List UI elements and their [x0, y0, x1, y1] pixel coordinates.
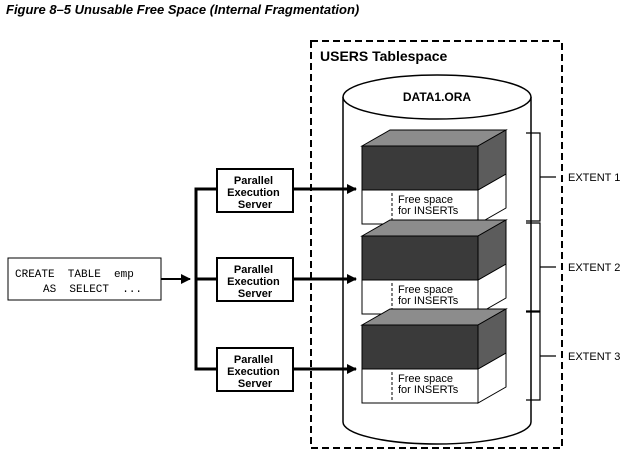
- extent-free-front: [361, 368, 479, 404]
- branch-connector: [194, 187, 217, 371]
- sql-statement-line-1: CREATE TABLE emp: [15, 269, 134, 281]
- server-box: [216, 347, 294, 392]
- extent-label: EXTENT 3: [568, 351, 620, 363]
- extent-bracket: [526, 132, 556, 222]
- figure-title: Figure 8–5 Unusable Free Space (Internal…: [6, 2, 359, 17]
- tablespace-title: USERS Tablespace: [320, 48, 448, 64]
- server-label: Parallel Execution Server: [227, 175, 283, 211]
- extent-free-front: [361, 279, 479, 315]
- datafile-label: DATA1.ORA: [403, 90, 472, 104]
- server-2: Parallel Execution Server: [216, 257, 294, 302]
- server-1: Parallel Execution Server: [216, 168, 294, 213]
- extent-label: EXTENT 2: [568, 262, 620, 274]
- extent-bracket: [526, 222, 556, 312]
- extent-used-front: [361, 145, 479, 191]
- free-space-label-line-1: Free space: [398, 373, 453, 385]
- extent-used-front: [361, 235, 479, 281]
- cylinder-top: [342, 74, 532, 120]
- server-label: Parallel Execution Server: [227, 264, 283, 300]
- server-3: Parallel Execution Server: [216, 347, 294, 392]
- free-space-label-line-2: for INSERTs: [398, 384, 459, 396]
- sql-statement-line-2: AS SELECT ...: [43, 284, 142, 296]
- tablespace-boundary: [310, 40, 563, 449]
- free-space-label-line-1: Free space: [398, 194, 453, 206]
- extent-bracket: [526, 311, 556, 401]
- extent-label: EXTENT 1: [568, 172, 620, 184]
- server-label: Parallel Execution Server: [227, 354, 283, 390]
- extent-used-front: [361, 324, 479, 370]
- free-space-label-line-2: for INSERTs: [398, 205, 459, 217]
- sql-statement-box: [7, 257, 162, 301]
- free-space-label-line-1: Free space: [398, 284, 453, 296]
- free-space-label-line-2: for INSERTs: [398, 295, 459, 307]
